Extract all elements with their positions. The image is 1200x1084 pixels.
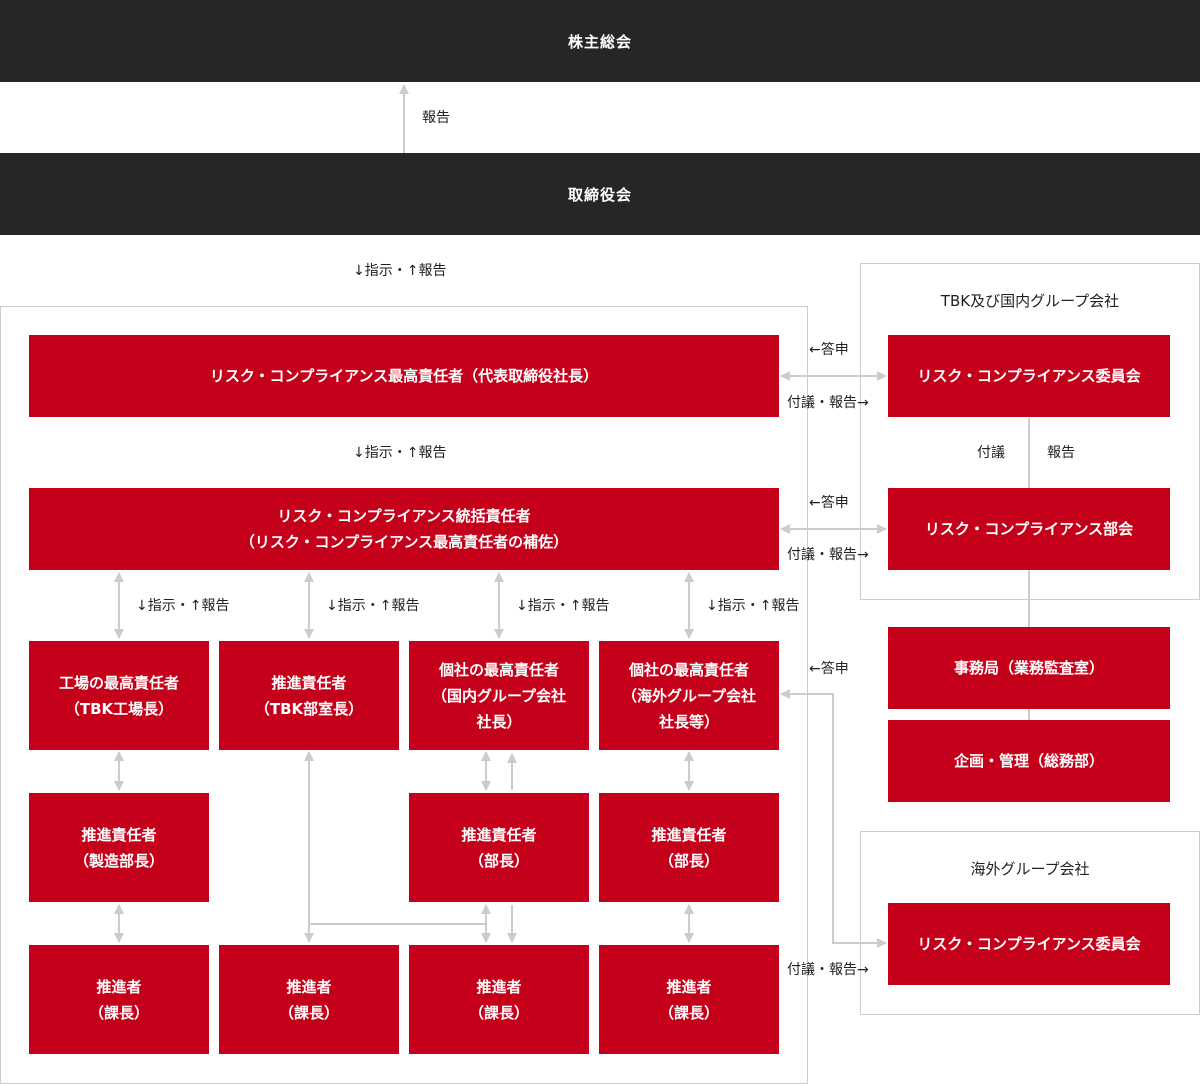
report-label-board: 報告 bbox=[422, 110, 450, 126]
factory-head-box: 工場の最高責任者 （TBK工場長） bbox=[29, 641, 209, 750]
promoter-overseas-dept-line1: 推進責任者 bbox=[651, 825, 727, 844]
planning-admin-label: 企画・管理（総務部） bbox=[953, 752, 1104, 770]
agent-3-line2: （課長） bbox=[468, 1003, 529, 1022]
overseas-committee-label: リスク・コンプライアンス委員会 bbox=[917, 935, 1141, 953]
chief-compliance-officer-box: リスク・コンプライアンス最高責任者（代表取締役社長） bbox=[29, 335, 779, 417]
committee-label: リスク・コンプライアンス委員会 bbox=[917, 367, 1141, 385]
agent-box-4: 推進者 （課長） bbox=[599, 945, 779, 1054]
refer-report-label-committee: 付議・報告→ bbox=[787, 395, 869, 411]
domestic-company-head-line2: （国内グループ会社 bbox=[431, 686, 567, 705]
chief-compliance-officer-label: リスク・コンプライアンス最高責任者（代表取締役社長） bbox=[209, 367, 599, 385]
agent-1-line1: 推進者 bbox=[96, 977, 142, 996]
instruct-report-label-tbk: ↓指示・↑報告 bbox=[326, 598, 420, 614]
promoter-tbk-line2: （TBK部室長） bbox=[254, 699, 364, 718]
agent-2-line2: （課長） bbox=[278, 1003, 339, 1022]
overseas-company-head-line1: 個社の最高責任者 bbox=[628, 660, 749, 679]
promoter-tbk-line1: 推進責任者 bbox=[271, 673, 347, 692]
instruct-report-label-domestic: ↓指示・↑報告 bbox=[516, 598, 610, 614]
domestic-company-head-line3: 社長） bbox=[476, 712, 522, 731]
agent-box-2: 推進者 （課長） bbox=[219, 945, 399, 1054]
promoter-tbk-box: 推進責任者 （TBK部室長） bbox=[219, 641, 399, 750]
domestic-company-head-line1: 個社の最高責任者 bbox=[438, 660, 559, 679]
agent-1-line2: （課長） bbox=[88, 1003, 149, 1022]
secretariat-label: 事務局（業務監査室） bbox=[953, 659, 1104, 677]
general-manager-label-line1: リスク・コンプライアンス統括責任者 bbox=[277, 507, 531, 525]
promoter-manufacturing-line2: （製造部長） bbox=[73, 851, 164, 870]
promoter-manufacturing-line1: 推進責任者 bbox=[81, 825, 157, 844]
promoter-overseas-dept-line2: （部長） bbox=[658, 851, 719, 870]
refer-report-label-overseas: 付議・報告→ bbox=[787, 962, 869, 978]
agent-2-line1: 推進者 bbox=[286, 977, 332, 996]
secretariat-box: 事務局（業務監査室） bbox=[888, 627, 1170, 709]
agent-3-line1: 推進者 bbox=[476, 977, 522, 996]
committee-box: リスク・コンプライアンス委員会 bbox=[888, 335, 1170, 417]
overseas-company-head-box: 個社の最高責任者 （海外グループ会社 社長等） bbox=[599, 641, 779, 750]
reply-label-overseas: ←答申 bbox=[809, 661, 849, 677]
overseas-company-head-line2: （海外グループ会社 bbox=[621, 686, 757, 705]
instruct-report-label-cco: ↓指示・↑報告 bbox=[353, 445, 447, 461]
factory-head-line2: （TBK工場長） bbox=[64, 699, 174, 718]
agent-box-1: 推進者 （課長） bbox=[29, 945, 209, 1054]
subcommittee-label: リスク・コンプライアンス部会 bbox=[924, 520, 1134, 538]
promoter-domestic-dept-box: 推進責任者 （部長） bbox=[409, 793, 589, 902]
refer-report-label-subcommittee: 付議・報告→ bbox=[787, 547, 869, 563]
promoter-domestic-dept-line2: （部長） bbox=[468, 851, 529, 870]
shareholders-meeting-bar: 株主総会 bbox=[0, 0, 1200, 82]
promoter-overseas-dept-box: 推進責任者 （部長） bbox=[599, 793, 779, 902]
refer-label-committee-column: 付議 bbox=[977, 445, 1005, 461]
overseas-group-title: 海外グループ会社 bbox=[970, 860, 1090, 878]
subcommittee-box: リスク・コンプライアンス部会 bbox=[888, 488, 1170, 570]
overseas-committee-box: リスク・コンプライアンス委員会 bbox=[888, 903, 1170, 985]
domestic-company-head-box: 個社の最高責任者 （国内グループ会社 社長） bbox=[409, 641, 589, 750]
promoter-domestic-dept-line1: 推進責任者 bbox=[461, 825, 537, 844]
instruct-report-label-overseas: ↓指示・↑報告 bbox=[706, 598, 800, 614]
instruct-report-label-factory: ↓指示・↑報告 bbox=[136, 598, 230, 614]
overseas-company-head-line3: 社長等） bbox=[658, 712, 719, 731]
agent-4-line1: 推進者 bbox=[666, 977, 712, 996]
domestic-group-title: TBK及び国内グループ会社 bbox=[940, 292, 1120, 310]
planning-admin-box: 企画・管理（総務部） bbox=[888, 720, 1170, 802]
factory-head-line1: 工場の最高責任者 bbox=[58, 673, 179, 692]
agent-box-3: 推進者 （課長） bbox=[409, 945, 589, 1054]
instruct-report-label-board: ↓指示・↑報告 bbox=[353, 263, 447, 279]
general-manager-box: リスク・コンプライアンス統括責任者 （リスク・コンプライアンス最高責任者の補佐） bbox=[29, 488, 779, 570]
general-manager-label-line2: （リスク・コンプライアンス最高責任者の補佐） bbox=[239, 533, 569, 551]
reply-label-committee: ←答申 bbox=[809, 342, 849, 358]
promoter-manufacturing-box: 推進責任者 （製造部長） bbox=[29, 793, 209, 902]
report-label-committee-column: 報告 bbox=[1047, 445, 1075, 461]
board-of-directors-bar: 取締役会 bbox=[0, 153, 1200, 235]
agent-4-line2: （課長） bbox=[658, 1003, 719, 1022]
reply-label-subcommittee: ←答申 bbox=[809, 495, 849, 511]
